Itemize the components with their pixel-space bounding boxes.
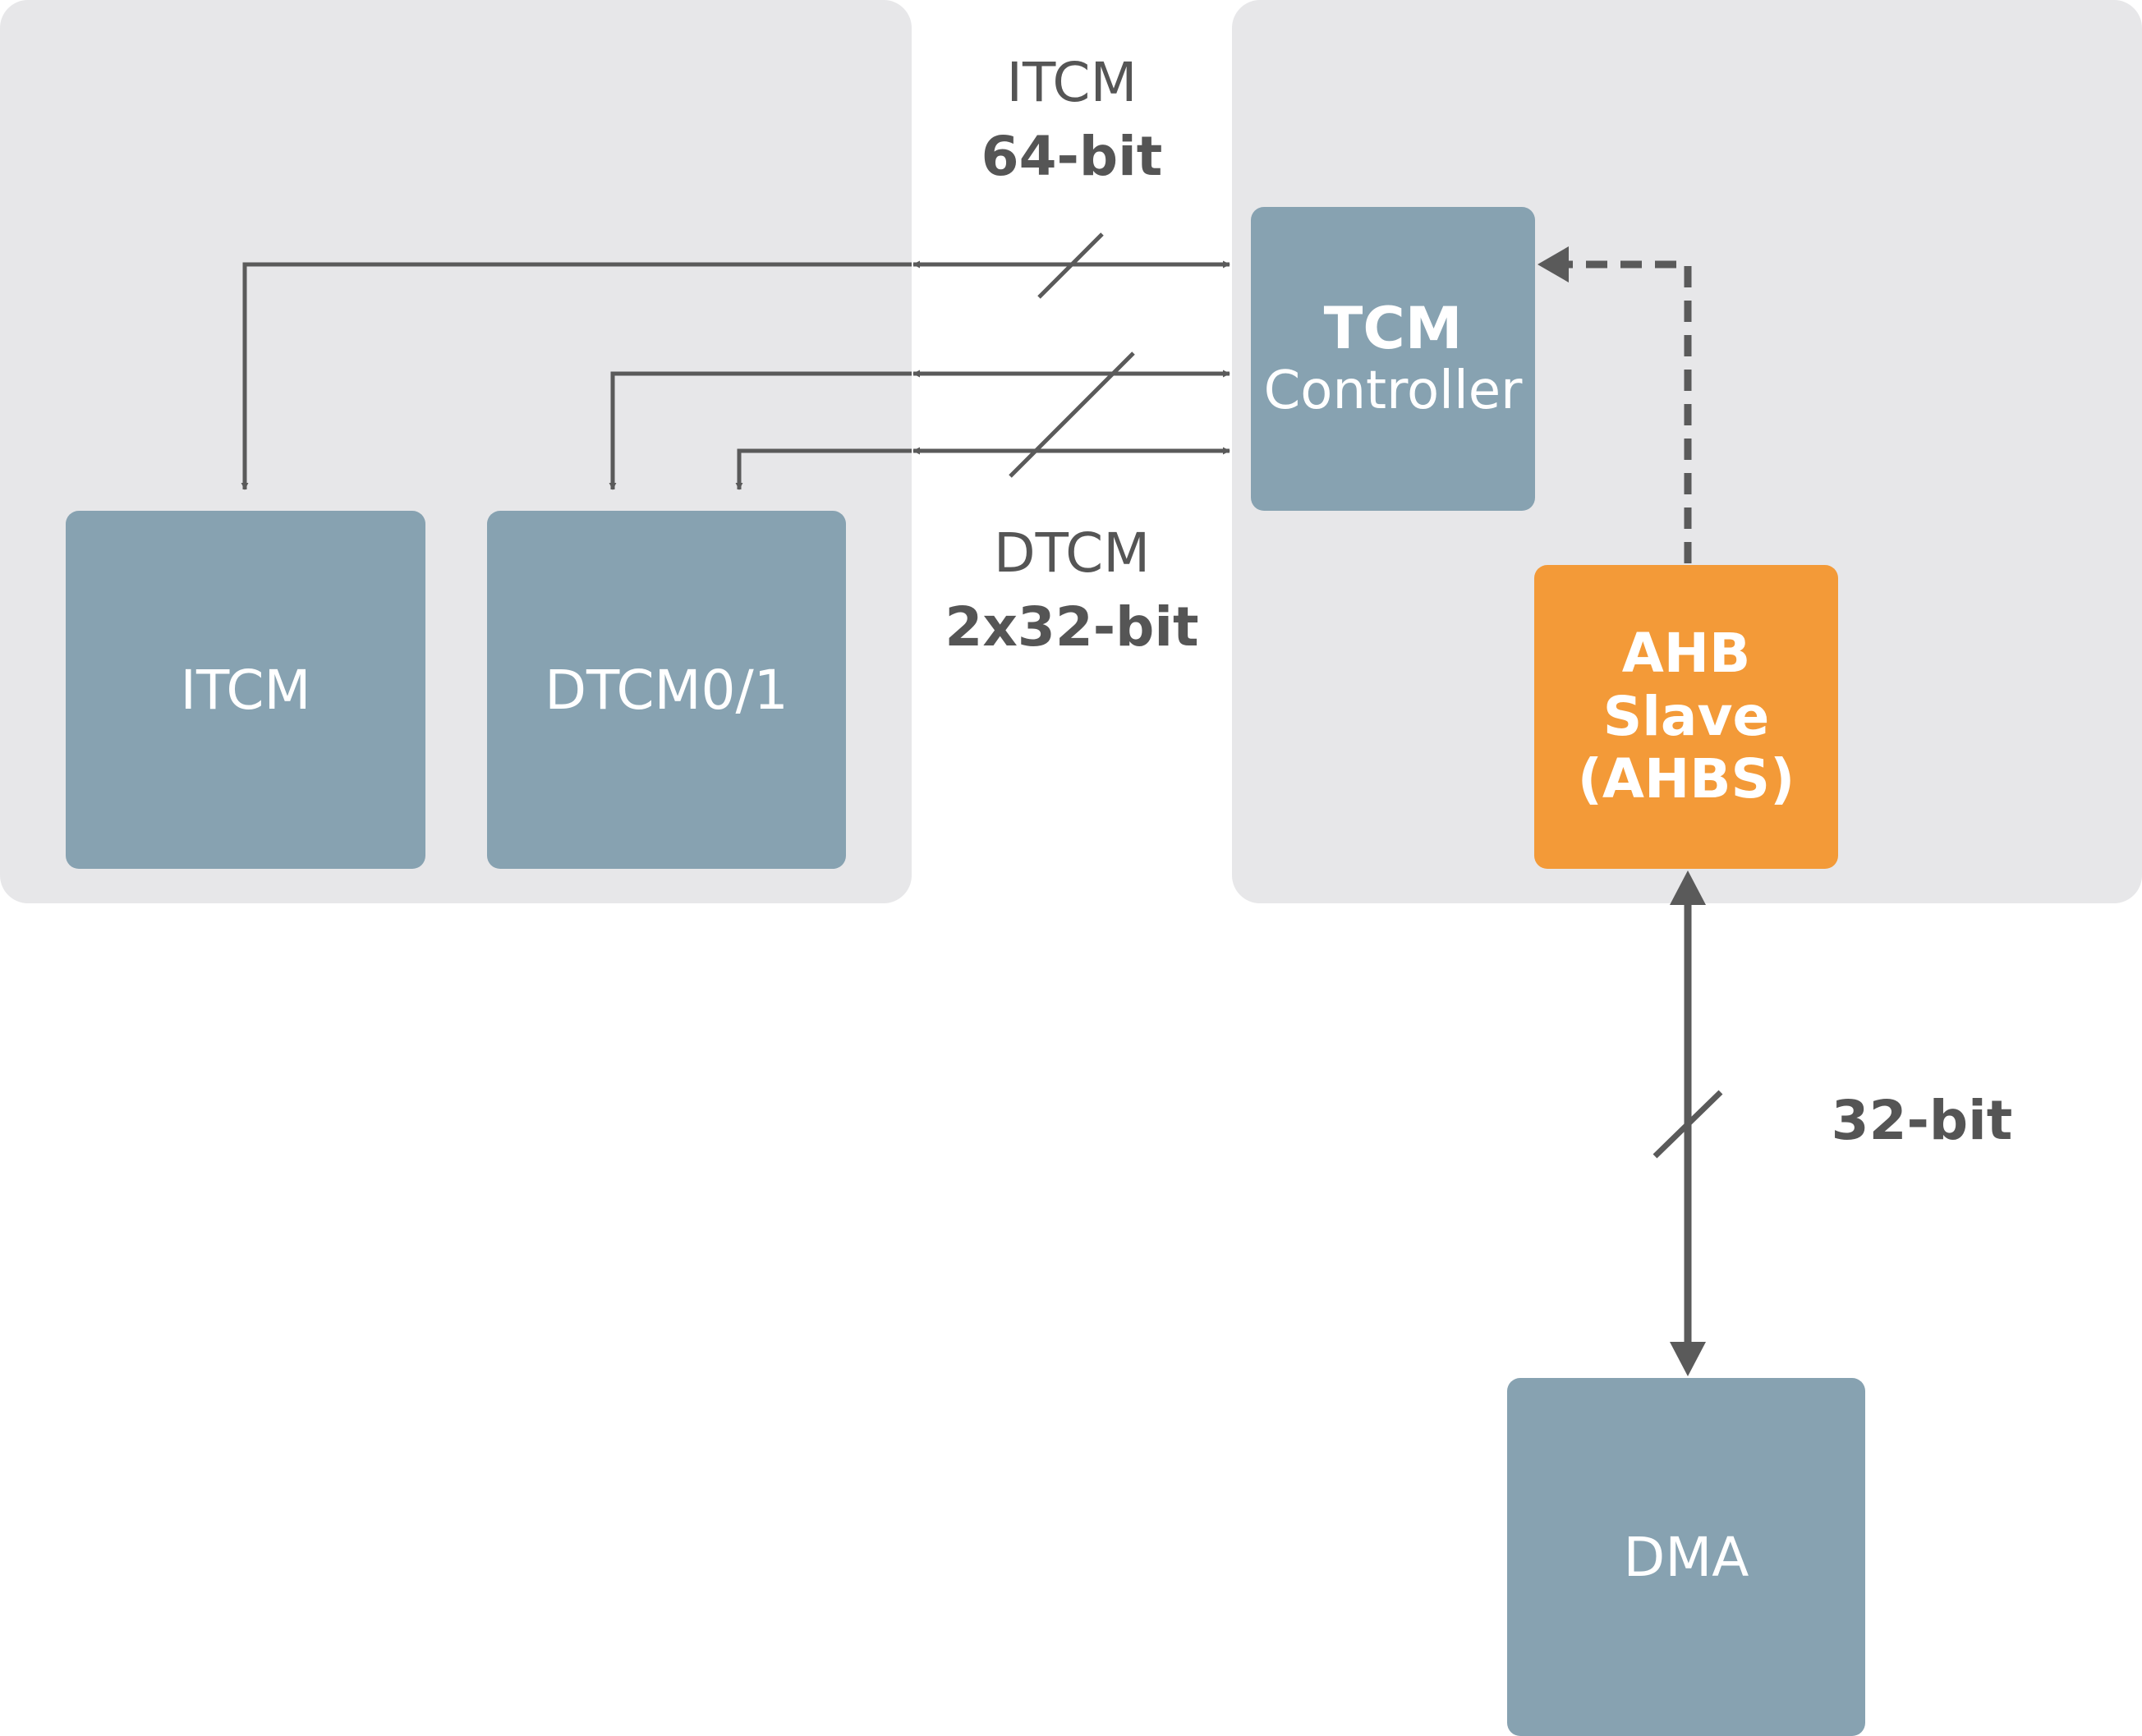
ahb-slave-line1: AHB [1621,622,1751,686]
dma-bus-slash [1652,1090,1723,1159]
dtcm-bus-name-label: DTCM [993,521,1151,585]
itcm-bus-name-label: ITCM [1006,51,1138,114]
dtcm-block-label: DTCM0/1 [545,658,788,722]
dtcm-bus-width-label: 2x32-bit [945,595,1199,659]
dma-block-label: DMA [1623,1525,1749,1589]
tcm-controller-block: TCM Controller [1251,207,1535,511]
itcm-bus-width-label: 64-bit [981,125,1163,188]
itcm-bus-slash [1037,232,1104,299]
ahb-slave-block: AHB Slave (AHBS) [1534,565,1838,869]
itcm-block-label: ITCM [180,658,311,722]
ahb-slave-line3: (AHBS) [1577,747,1795,811]
dma-bus-width-label: 32-bit [1831,1089,2013,1152]
dtcm-block: DTCM0/1 [487,511,846,869]
dma-bus-arrowhead-bottom [1670,1342,1706,1376]
tcm-controller-subtitle: Controller [1263,361,1523,422]
dtcm-bus-slash [1009,351,1135,478]
dma-block: DMA [1507,1378,1865,1736]
tcm-controller-title: TCM [1323,294,1463,362]
ahb-slave-line2: Slave [1602,684,1770,748]
itcm-block: ITCM [66,511,425,869]
